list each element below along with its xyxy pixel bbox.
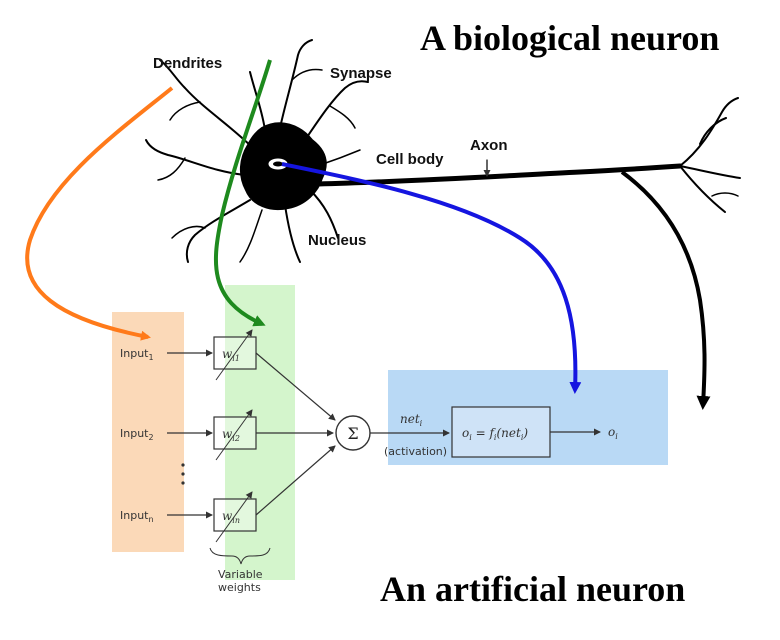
input-1: Input1 [120,347,213,362]
weights-brace [209,547,271,565]
svg-text:wi2: wi2 [222,427,240,443]
axon-terminal [699,117,727,145]
dendrite [157,157,186,181]
dendrites-label: Dendrites [153,55,222,72]
svg-text:Input1: Input1 [120,347,154,362]
axon-terminal [679,97,739,167]
input-2: Input2 [120,427,213,442]
cell-body-label: Cell body [376,151,444,168]
activation-label: (activation) [384,445,447,458]
weight-box-2: wi2 [213,409,257,461]
biological-neuron [145,39,741,263]
synapse-label: Synapse [330,65,392,82]
dendrite [284,204,301,263]
activation-function-box [451,406,551,458]
svg-text:wi1: wi1 [222,347,240,363]
variable-weights-label-1: Variable [218,568,263,581]
dendrite [279,39,313,129]
dendrite [329,105,356,129]
sum-symbol: Σ [347,424,358,443]
dendrite [304,80,369,141]
dendrite [291,68,323,81]
activation-function-text: oi = fi(neti) [462,426,528,442]
dendrite [159,59,256,151]
output-label: oi [608,425,618,441]
ellipsis-dots [181,463,185,485]
dendrite [185,199,251,263]
input-n: Inputn [120,509,213,524]
axon-terminal [679,165,741,179]
dendrite [169,101,201,121]
axon-terminal [711,192,739,197]
title-artificial: An artificial neuron [380,569,685,609]
input-region [112,312,184,552]
blue-mapping-arrow [281,162,582,394]
axon-label: Axon [470,137,508,154]
weight-box-1: wi1 [213,329,257,381]
variable-weights-label-2: weights [218,581,261,594]
weight-box-n: win [213,491,257,543]
svg-text:Input2: Input2 [120,427,154,442]
dendrite [309,189,339,239]
dendrite [239,209,263,263]
dendrite [145,139,246,176]
green-mapping-arrow [213,59,272,327]
dendrite [171,225,206,239]
black-mapping-arrow [620,170,711,410]
nucleus-label: Nucleus [308,232,366,249]
title-biological: A biological neuron [420,18,719,58]
svg-text:win: win [222,509,240,525]
connection-1 [255,352,336,421]
connection-n [255,445,336,516]
net-label: neti [400,412,423,428]
axon-terminal [679,165,726,213]
orange-mapping-arrow [25,86,174,341]
axon [315,163,683,187]
svg-text:Inputn: Inputn [120,509,154,524]
